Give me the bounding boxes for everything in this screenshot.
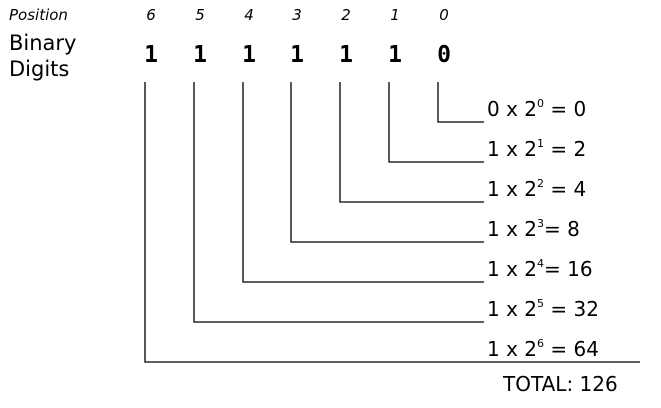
connector-line-4 (242, 82, 484, 283)
equation-exponent: 4 (537, 257, 545, 270)
equation-equals: = (544, 177, 574, 201)
equation-bit: 1 (487, 257, 500, 281)
binary-label-line2: Digits (9, 57, 70, 81)
equation-row-5: 1 x 25 = 32 (487, 297, 599, 321)
equation-times: x 2 (499, 337, 538, 361)
equation-result: 0 (573, 97, 587, 121)
connector-line-6 (144, 82, 640, 363)
equation-result: 4 (573, 177, 587, 201)
equation-bit: 0 (487, 97, 500, 121)
position-number-5: 5 (195, 6, 205, 24)
total-label: TOTAL: (503, 372, 574, 396)
connector-line-1 (388, 82, 484, 163)
equation-result: 2 (573, 137, 587, 161)
equation-exponent: 2 (537, 177, 545, 190)
connector-line-3 (290, 82, 484, 243)
position-number-3: 3 (292, 6, 302, 24)
binary-digit-6: 1 (144, 42, 158, 68)
equation-times: x 2 (499, 217, 538, 241)
equation-equals: = (544, 257, 568, 281)
position-number-6: 6 (146, 6, 156, 24)
equation-exponent: 5 (537, 297, 545, 310)
equation-times: x 2 (499, 297, 538, 321)
equation-equals: = (544, 297, 574, 321)
equation-exponent: 3 (537, 217, 545, 230)
connector-line-0 (437, 82, 484, 123)
connector-line-2 (339, 82, 484, 203)
equation-bit: 1 (487, 217, 500, 241)
equation-exponent: 0 (537, 97, 545, 110)
equation-bit: 1 (487, 337, 500, 361)
equation-result: 64 (573, 337, 599, 361)
binary-digit-0: 0 (437, 42, 451, 68)
equation-times: x 2 (499, 257, 538, 281)
binary-digit-4: 1 (242, 42, 256, 68)
equation-times: x 2 (499, 97, 538, 121)
equation-row-4: 1 x 24= 16 (487, 257, 593, 281)
equation-equals: = (544, 97, 574, 121)
position-number-2: 2 (341, 6, 351, 24)
equation-result: 8 (567, 217, 580, 241)
equation-times: x 2 (499, 177, 538, 201)
equation-times: x 2 (499, 137, 538, 161)
connector-line-5 (193, 82, 484, 323)
equation-exponent: 6 (537, 337, 545, 350)
position-number-0: 0 (439, 6, 449, 24)
equation-row-0: 0 x 20 = 0 (487, 97, 586, 121)
binary-digit-1: 1 (388, 42, 402, 68)
position-number-4: 4 (244, 6, 254, 24)
binary-label-line1: Binary (9, 31, 77, 55)
equation-bit: 1 (487, 137, 500, 161)
equation-bit: 1 (487, 297, 500, 321)
binary-digit-5: 1 (193, 42, 207, 68)
equation-result: 16 (567, 257, 593, 281)
total-line: TOTAL: 126 (503, 372, 618, 396)
position-label: Position (9, 6, 68, 24)
equation-bit: 1 (487, 177, 500, 201)
equation-result: 32 (573, 297, 599, 321)
equation-equals: = (544, 337, 574, 361)
equation-equals: = (544, 217, 568, 241)
equation-equals: = (544, 137, 574, 161)
position-number-1: 1 (390, 6, 400, 24)
equation-row-1: 1 x 21 = 2 (487, 137, 586, 161)
total-value: 126 (579, 372, 618, 396)
binary-digit-3: 1 (290, 42, 304, 68)
equation-exponent: 1 (537, 137, 545, 150)
equation-row-3: 1 x 23= 8 (487, 217, 580, 241)
binary-digit-2: 1 (339, 42, 353, 68)
equation-row-6: 1 x 26 = 64 (487, 337, 599, 361)
equation-row-2: 1 x 22 = 4 (487, 177, 586, 201)
